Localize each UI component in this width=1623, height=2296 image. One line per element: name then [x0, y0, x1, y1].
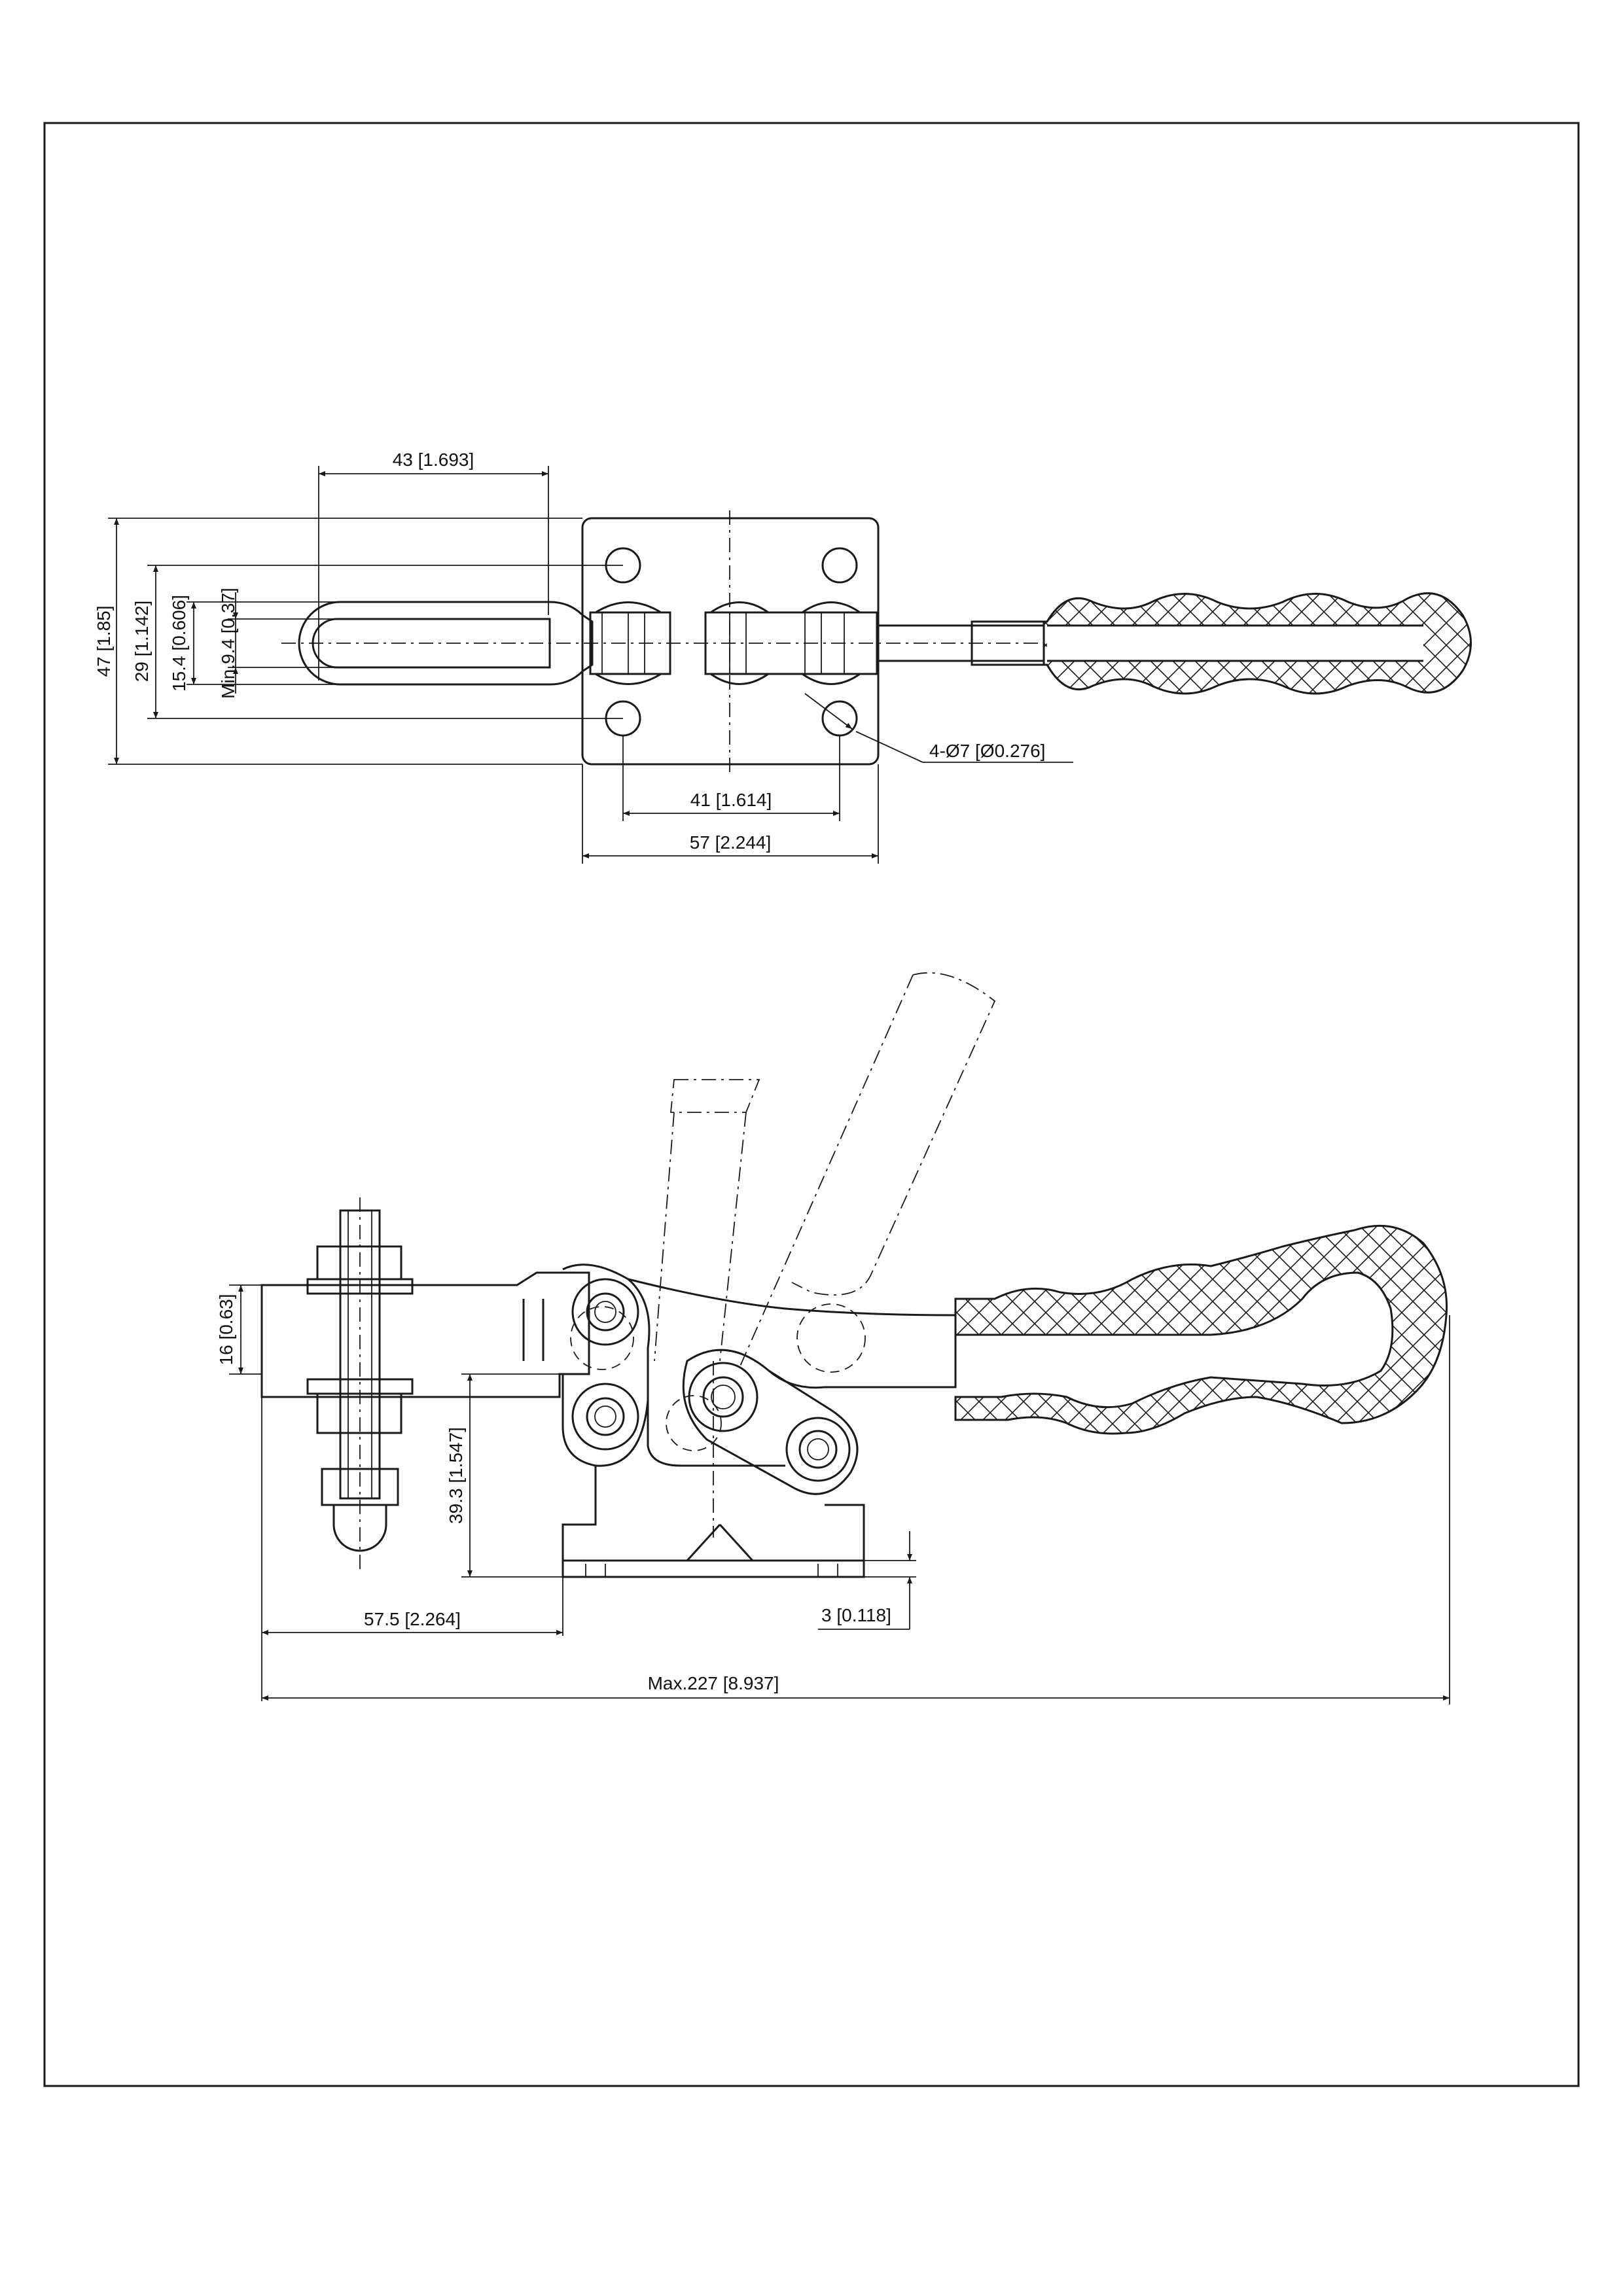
phantom-handle — [791, 972, 996, 1296]
linkage — [682, 1349, 859, 1495]
side-view: 16 [0.63] 39.3 [1.547] 57.5 [2.264] 3 [0… — [216, 972, 1450, 1704]
pivot-pin — [785, 1417, 851, 1482]
mount-hole — [821, 700, 858, 737]
side-handle-grip — [954, 1224, 1448, 1435]
lower-nut — [316, 1392, 402, 1434]
linkage-block — [704, 611, 878, 675]
pivot-pin — [688, 1362, 758, 1432]
pivot-pin — [571, 1383, 639, 1451]
dim-57: 57 [2.244] — [690, 832, 772, 853]
dim-47: 47 [1.85] — [94, 606, 114, 677]
phantom-arm — [670, 1079, 760, 1113]
dim-holes: 4-Ø7 [Ø0.276] — [929, 741, 1045, 761]
dim-43: 43 [1.693] — [393, 450, 474, 470]
pivot-block — [589, 611, 671, 675]
dim-41: 41 [1.614] — [690, 790, 772, 810]
dim-16: 16 [0.63] — [216, 1294, 236, 1366]
dim-3: 3 [0.118] — [821, 1605, 891, 1625]
top-view: 43 [1.693] 47 [1.85] 29 [1.142] 15.4 [0.… — [94, 450, 1472, 864]
dim-29: 29 [1.142] — [132, 601, 152, 682]
mount-hole — [821, 547, 858, 584]
upper-nut — [316, 1245, 402, 1280]
clamp-arm — [260, 1271, 590, 1398]
base-plate — [581, 517, 880, 766]
handle-lever — [628, 1278, 957, 1389]
spindle-arm — [298, 601, 594, 686]
dim-39-3: 39.3 [1.547] — [446, 1427, 466, 1524]
dim-15-4: 15.4 [0.606] — [169, 595, 189, 692]
dim-57-5: 57.5 [2.264] — [364, 1609, 461, 1629]
base-flange — [562, 1559, 865, 1578]
dim-max-227: Max.227 [8.937] — [648, 1673, 779, 1693]
pivot-pin — [571, 1278, 639, 1346]
dim-min-9-4: Min.9.4 [0.37] — [218, 588, 238, 699]
sheet-frame — [43, 122, 1580, 2087]
